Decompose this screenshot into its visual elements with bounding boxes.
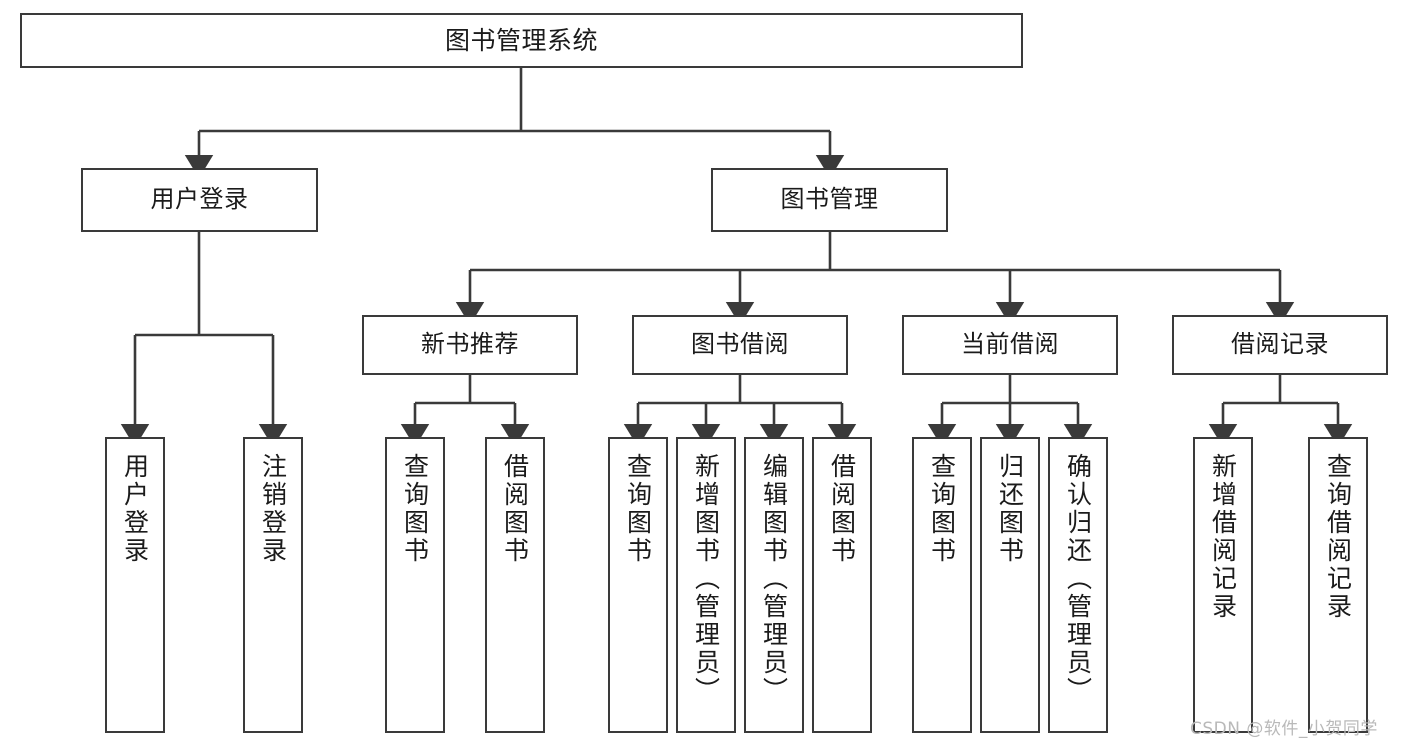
node-new-book-recommend-label: 新书推荐 — [421, 330, 519, 359]
leaf-book-borrow-query[interactable]: 查询图书 — [608, 437, 668, 733]
node-borrow-record[interactable]: 借阅记录 — [1172, 315, 1388, 375]
leaf-book-borrow-borrow[interactable]: 借阅图书 — [812, 437, 872, 733]
leaf-book-borrow-edit-label: 编辑图书（管理员） — [759, 453, 789, 705]
leaf-book-borrow-query-label: 查询图书 — [623, 453, 653, 565]
node-user-login-label: 用户登录 — [150, 185, 249, 214]
leaf-new-book-borrow[interactable]: 借阅图书 — [485, 437, 545, 733]
leaf-borrow-record-query[interactable]: 查询借阅记录 — [1308, 437, 1368, 733]
node-current-borrow[interactable]: 当前借阅 — [902, 315, 1118, 375]
leaf-user-login-logout[interactable]: 注销登录 — [243, 437, 303, 733]
leaf-book-borrow-add[interactable]: 新增图书（管理员） — [676, 437, 736, 733]
leaf-current-borrow-confirm-label: 确认归还（管理员） — [1063, 453, 1093, 705]
leaf-user-login-logout-label: 注销登录 — [258, 453, 288, 565]
node-new-book-recommend[interactable]: 新书推荐 — [362, 315, 578, 375]
leaf-current-borrow-query[interactable]: 查询图书 — [912, 437, 972, 733]
leaf-current-borrow-confirm[interactable]: 确认归还（管理员） — [1048, 437, 1108, 733]
node-root[interactable]: 图书管理系统 — [20, 13, 1023, 68]
node-book-management-label: 图书管理 — [780, 185, 879, 214]
leaf-new-book-borrow-label: 借阅图书 — [500, 453, 530, 565]
node-current-borrow-label: 当前借阅 — [961, 330, 1059, 359]
leaf-borrow-record-query-label: 查询借阅记录 — [1323, 453, 1353, 621]
node-book-management[interactable]: 图书管理 — [711, 168, 948, 232]
leaf-new-book-query[interactable]: 查询图书 — [385, 437, 445, 733]
leaf-borrow-record-add-label: 新增借阅记录 — [1208, 453, 1238, 621]
leaf-current-borrow-return-label: 归还图书 — [995, 453, 1025, 565]
leaf-new-book-query-label: 查询图书 — [400, 453, 430, 565]
leaf-user-login-login[interactable]: 用户登录 — [105, 437, 165, 733]
node-user-login[interactable]: 用户登录 — [81, 168, 318, 232]
leaf-user-login-login-label: 用户登录 — [120, 453, 150, 565]
node-borrow-record-label: 借阅记录 — [1231, 330, 1329, 359]
leaf-current-borrow-return[interactable]: 归还图书 — [980, 437, 1040, 733]
leaf-borrow-record-add[interactable]: 新增借阅记录 — [1193, 437, 1253, 733]
node-book-borrow-label: 图书借阅 — [691, 330, 789, 359]
leaf-current-borrow-query-label: 查询图书 — [927, 453, 957, 565]
leaf-book-borrow-edit[interactable]: 编辑图书（管理员） — [744, 437, 804, 733]
node-book-borrow[interactable]: 图书借阅 — [632, 315, 848, 375]
node-root-label: 图书管理系统 — [444, 26, 598, 55]
leaf-book-borrow-add-label: 新增图书（管理员） — [691, 453, 721, 705]
leaf-book-borrow-borrow-label: 借阅图书 — [827, 453, 857, 565]
